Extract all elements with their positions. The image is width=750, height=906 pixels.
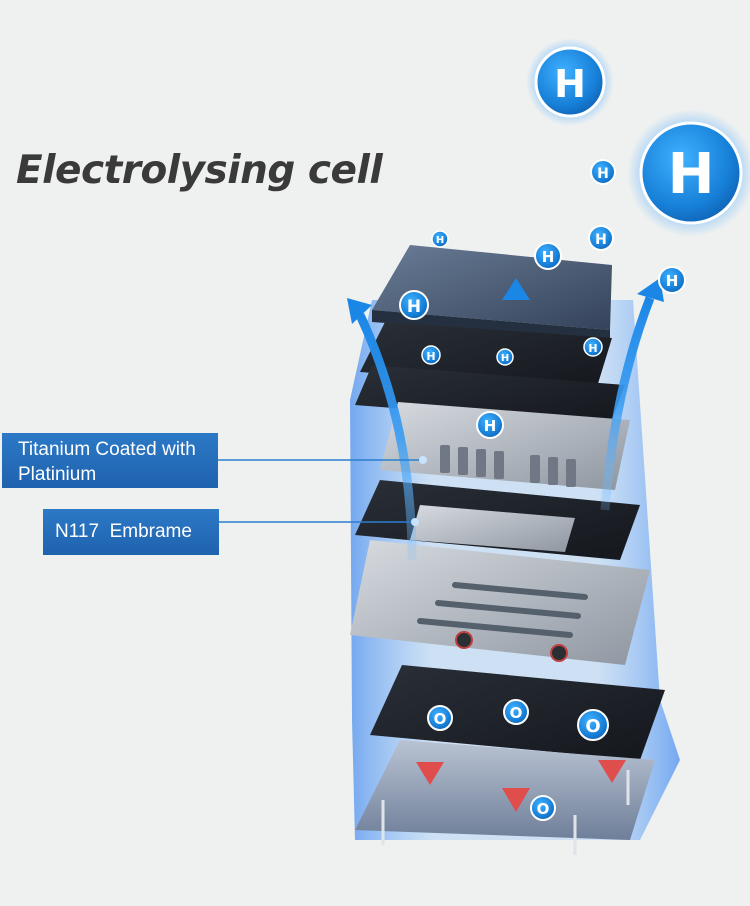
arrow-up-left bbox=[355, 313, 417, 561]
page-title: Electrolysing cell bbox=[16, 148, 383, 193]
label-titanium-line-1: Titanium Coated with bbox=[18, 439, 196, 460]
hydrogen-molecule-medium: H bbox=[526, 38, 614, 126]
hydrogen-molecule-small: H bbox=[583, 337, 603, 357]
arrow-up-right bbox=[600, 296, 655, 511]
label-titanium-coated: Titanium Coated with Platinium bbox=[2, 433, 218, 488]
hydrogen-molecule-small: H bbox=[476, 411, 504, 439]
label-membrane: N117 Embrame bbox=[43, 509, 219, 555]
hydrogen-symbol: H bbox=[407, 297, 421, 317]
hydrogen-molecule-large: H bbox=[627, 109, 750, 237]
hydrogen-symbol: H bbox=[597, 166, 609, 182]
oxygen-molecules: O O O O bbox=[427, 699, 609, 821]
oxygen-symbol: O bbox=[434, 710, 447, 728]
oxygen-symbol: O bbox=[537, 800, 550, 818]
hydrogen-molecule-small: H bbox=[658, 266, 686, 294]
hydrogen-molecule-small: H bbox=[588, 225, 614, 251]
hydrogen-symbol: H bbox=[666, 272, 679, 290]
hydrogen-symbol: H bbox=[554, 62, 586, 106]
oxygen-symbol: O bbox=[585, 716, 600, 737]
hydrogen-molecule-small: H bbox=[534, 242, 562, 270]
membrane-silver bbox=[410, 505, 575, 552]
oxygen-molecule: O bbox=[530, 795, 556, 821]
grooved-plate bbox=[350, 540, 650, 665]
hydrogen-symbol: H bbox=[426, 350, 435, 363]
hydrogen-symbol: H bbox=[668, 142, 715, 207]
hydrogen-molecule-small: H bbox=[399, 290, 429, 320]
label-membrane-text: N117 Embrame bbox=[55, 521, 192, 542]
oxygen-molecule: O bbox=[503, 699, 529, 725]
hydrogen-symbol: H bbox=[595, 232, 607, 248]
hydrogen-symbol: H bbox=[588, 342, 597, 355]
oxygen-molecule: O bbox=[577, 709, 609, 741]
hydrogen-symbol: H bbox=[436, 235, 444, 246]
hydrogen-molecule-small: H bbox=[431, 230, 449, 248]
hydrogen-molecules: H H H H H H H H bbox=[399, 38, 750, 439]
oxygen-flow-arrows bbox=[416, 690, 626, 812]
hydrogen-symbol: H bbox=[501, 353, 509, 364]
label-titanium-line-2: Platinium bbox=[18, 464, 97, 485]
hydrogen-symbol: H bbox=[484, 417, 497, 435]
oxygen-molecule: O bbox=[427, 705, 453, 731]
leader-lines bbox=[218, 456, 427, 526]
hydrogen-flow-arrows bbox=[347, 278, 664, 580]
hydrogen-molecule-small: H bbox=[421, 345, 441, 365]
hydrogen-symbol: H bbox=[542, 248, 555, 266]
hydrogen-molecule-small: H bbox=[590, 159, 616, 185]
hydrogen-molecule-small: H bbox=[496, 348, 514, 366]
oxygen-symbol: O bbox=[510, 704, 523, 722]
